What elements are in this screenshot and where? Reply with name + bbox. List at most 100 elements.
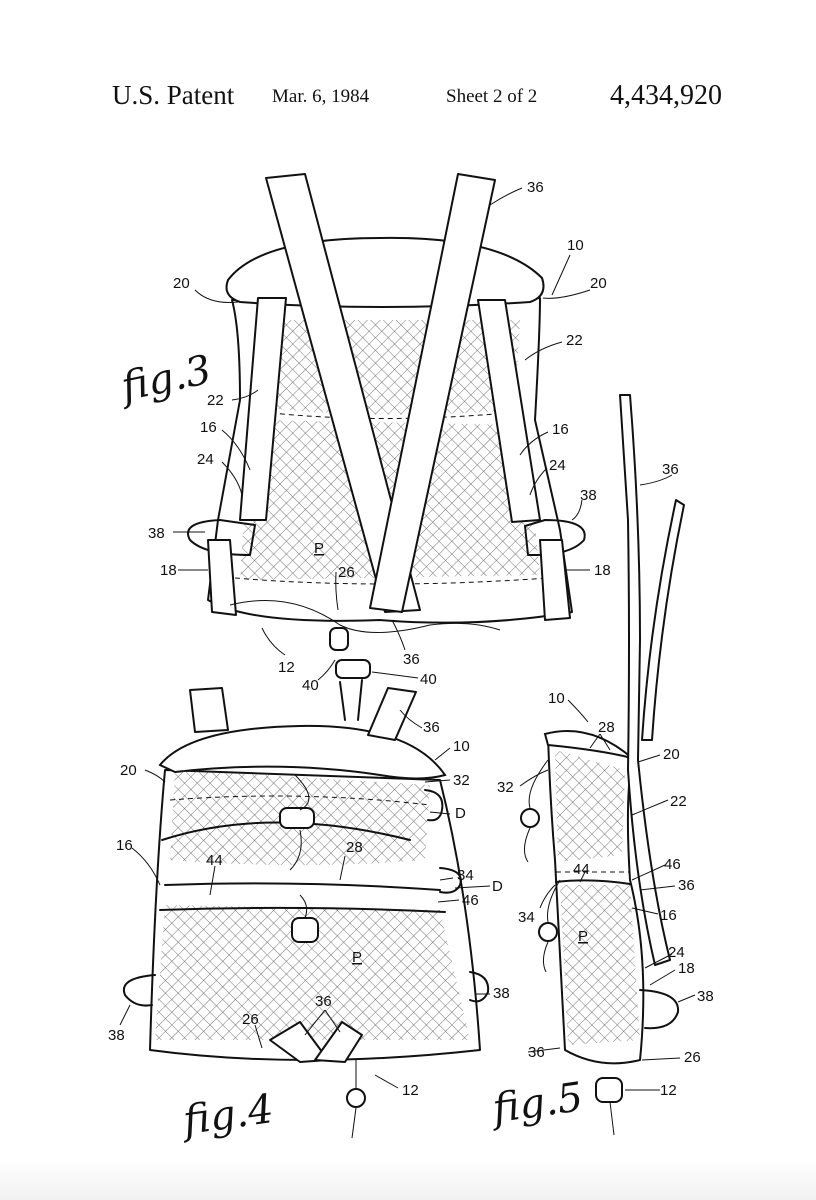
ref-numeral: 10 — [453, 738, 470, 755]
patent-title: U.S. Patent — [112, 80, 235, 110]
ref-numeral: 28 — [598, 719, 615, 736]
figure-5 — [520, 394, 685, 1136]
fig3-drawcord — [229, 600, 501, 633]
ref-numeral: 22 — [670, 793, 687, 810]
ref-numeral: 20 — [120, 762, 137, 779]
ref-numeral: 40 — [420, 671, 437, 688]
ref-numeral: 26 — [338, 564, 355, 581]
fig4-shoulder-strap-left — [189, 687, 229, 733]
ref-numeral: 36 — [678, 877, 695, 894]
fig5-hip-wing — [639, 989, 680, 1030]
fig3-hip-wing-right — [524, 519, 586, 557]
ref-numeral: P — [352, 949, 362, 966]
ref-numeral: 38 — [697, 988, 714, 1005]
sheet-indicator: Sheet 2 of 2 — [446, 86, 538, 107]
fig4-label: fig.4 — [177, 1086, 276, 1145]
fig3-hip-wing-left — [187, 519, 256, 556]
page-bottom-shadow — [0, 1160, 816, 1200]
fig5-label: fig.5 — [487, 1074, 586, 1133]
ref-numeral: 36 — [527, 179, 544, 196]
ref-numeral: 16 — [116, 837, 133, 854]
fig3-strap-tail — [339, 679, 363, 721]
ref-numeral: 20 — [173, 275, 190, 292]
fig3-side-strap-right — [477, 299, 541, 523]
fig4-d-ring-upper — [424, 789, 444, 822]
ref-numeral: 46 — [462, 892, 479, 909]
ref-numeral: 12 — [278, 659, 295, 676]
ref-numeral: 22 — [207, 392, 224, 409]
ref-numeral: 36 — [528, 1044, 545, 1061]
patent-number: 4,434,920 — [610, 80, 722, 111]
fig4-cords — [289, 774, 357, 1139]
fig3-mesh-upper — [262, 320, 520, 415]
fig3-side-strap-left — [239, 297, 287, 521]
ref-numeral: 16 — [200, 419, 217, 436]
ref-numeral: 34 — [457, 867, 474, 884]
ref-numeral: 20 — [590, 275, 607, 292]
fig4-cord-lock-top — [279, 807, 315, 829]
ref-numeral: 38 — [493, 985, 510, 1002]
ref-numeral: 24 — [668, 944, 685, 961]
ref-numeral: D — [492, 878, 503, 895]
ref-numeral: 28 — [346, 839, 363, 856]
fig4-bottom-strap-right — [314, 1021, 363, 1063]
fig3-belt-right — [539, 539, 571, 621]
fig4-seam-upper — [169, 795, 431, 806]
fig5-cord-ball-mid — [538, 922, 558, 942]
ref-numeral: P — [314, 540, 324, 557]
fig3-cord-lock-upper — [329, 627, 349, 651]
ref-numeral: 12 — [660, 1082, 677, 1099]
ref-numeral: 40 — [302, 677, 319, 694]
fig4-top-rim — [158, 724, 447, 780]
ref-numeral: 20 — [663, 746, 680, 763]
fig4-hip-wing-left — [122, 974, 156, 1007]
fig4-pocket-seam — [159, 882, 446, 913]
fig5-shoulder-strap — [619, 394, 671, 966]
figure-4 — [122, 687, 490, 1139]
ref-numeral: 36 — [403, 651, 420, 668]
fig3-belt-left — [207, 539, 237, 616]
fig3-pack-body — [207, 297, 573, 624]
ref-numeral: 18 — [160, 562, 177, 579]
fig3-shoulder-strap-left — [265, 173, 421, 613]
ref-numeral: 16 — [552, 421, 569, 438]
fig3-label: fig.3 — [114, 347, 215, 411]
fig4-cord-lock-mid — [291, 917, 319, 943]
ref-numeral: D — [455, 805, 466, 822]
ref-numeral: 10 — [548, 690, 565, 707]
fig5-mesh-upper — [555, 750, 625, 862]
ref-numeral: 24 — [549, 457, 566, 474]
ref-numeral: 38 — [108, 1027, 125, 1044]
fig3-seam-middle — [261, 411, 519, 419]
ref-numeral: 46 — [664, 856, 681, 873]
fig3-top-rim — [225, 236, 545, 308]
ref-numeral: 38 — [580, 487, 597, 504]
ref-numeral: 18 — [594, 562, 611, 579]
ref-numeral: 26 — [684, 1049, 701, 1066]
fig4-shoulder-strap-right — [367, 687, 417, 741]
reference-leaders — [119, 187, 696, 1091]
ref-numeral: 36 — [315, 993, 332, 1010]
fig5-cord-ball-upper — [520, 808, 540, 828]
patent-header: U.S. Patent Mar. 6, 1984 Sheet 2 of 2 4,… — [0, 0, 816, 140]
ref-numeral: 44 — [206, 852, 223, 869]
fig4-reference-numerals: 36 10 20 32 D 16 44 28 34 D 46 P 38 38 3… — [108, 719, 510, 1145]
ref-numeral: P — [578, 928, 588, 945]
fig5-mesh-lower — [560, 885, 640, 1045]
ref-numeral: 32 — [453, 772, 470, 789]
ref-numeral: 24 — [197, 451, 214, 468]
fig3-shoulder-strap-right — [369, 173, 496, 613]
ref-numeral: 16 — [660, 907, 677, 924]
ref-numeral: 44 — [573, 861, 590, 878]
ref-numeral: 26 — [242, 1011, 259, 1028]
ref-numeral: 32 — [497, 779, 514, 796]
fig3-cord-lock-lower — [335, 659, 371, 679]
patent-date: Mar. 6, 1984 — [272, 86, 370, 107]
ref-numeral: 22 — [566, 332, 583, 349]
fig5-pocket-seam — [555, 879, 631, 885]
ref-numeral: 18 — [678, 960, 695, 977]
ref-numeral: 38 — [148, 525, 165, 542]
fig5-cords — [524, 759, 615, 1136]
fig5-shoulder-strap-tail — [641, 499, 685, 741]
ref-numeral: 36 — [423, 719, 440, 736]
